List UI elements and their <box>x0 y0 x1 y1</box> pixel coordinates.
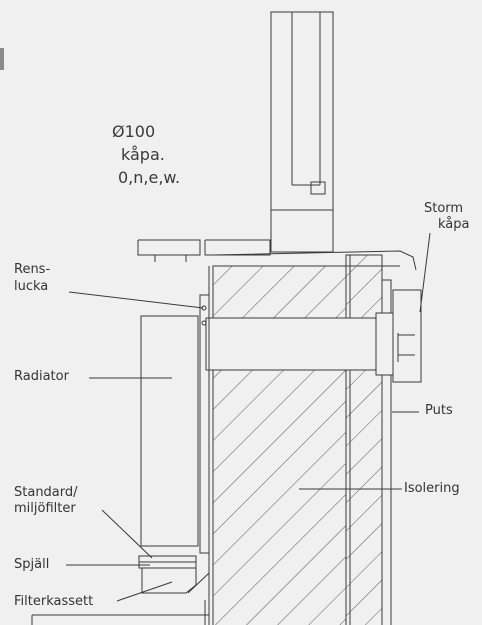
heading-bar-mark <box>0 48 4 70</box>
leader-rens <box>68 291 204 309</box>
chimney-detail <box>310 181 326 195</box>
storm-hood <box>392 289 422 383</box>
label-isolering: Isolering <box>404 481 460 496</box>
roof-flashing <box>212 250 417 271</box>
roof-block-mid <box>204 239 271 256</box>
label-kapa: kåpa <box>438 217 470 232</box>
label-filterkassett: Filterkassett <box>14 594 94 609</box>
air-duct <box>205 317 383 371</box>
chimney-outer <box>270 11 334 253</box>
label-spjall: Spjäll <box>14 557 50 572</box>
label-puts: Puts <box>425 403 453 418</box>
label-standard: Standard/ <box>14 485 78 500</box>
leader-filterkassett <box>116 581 173 602</box>
label-rens: Rens- <box>14 262 51 277</box>
roof-block-left <box>137 239 201 256</box>
radiator-body <box>140 315 199 547</box>
label-radiator: Radiator <box>14 369 69 384</box>
heading-line-2: kåpa. <box>121 145 165 164</box>
label-storm: Storm <box>424 201 464 216</box>
leader-filter <box>101 509 153 559</box>
heading-line-1: Ø100 <box>112 122 156 141</box>
leader-storm <box>419 232 431 313</box>
label-miljofilter: miljöfilter <box>14 501 76 516</box>
wall-outer-block <box>345 254 383 625</box>
label-lucka: lucka <box>14 279 49 294</box>
heading-line-3: 0,n,e,w. <box>118 168 181 187</box>
filter-cassette <box>141 568 197 594</box>
